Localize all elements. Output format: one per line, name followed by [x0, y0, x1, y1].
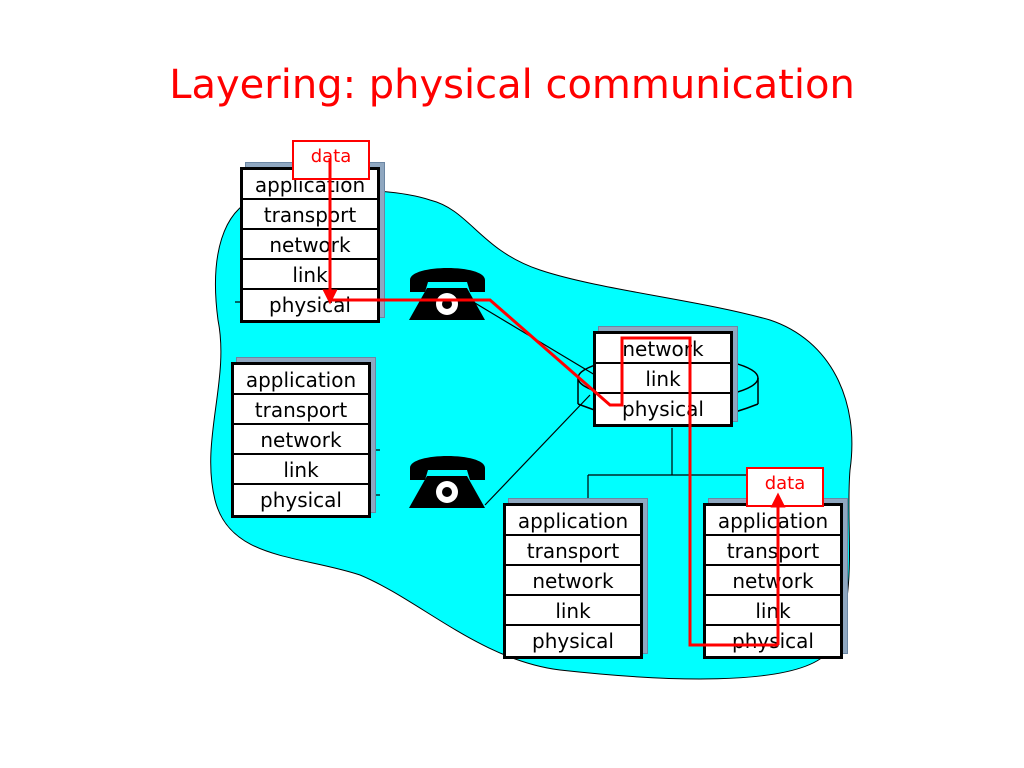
layer-physical: physical — [732, 629, 814, 653]
data-box-source: data — [292, 140, 370, 180]
layer-application: application — [234, 365, 368, 395]
host-bottom-mid-stack: application transport network link physi… — [503, 498, 648, 659]
layer-link: link — [596, 364, 730, 394]
host-top-stack: application transport network link physi… — [240, 162, 385, 323]
layer-physical: physical — [260, 488, 342, 512]
layer-network: network — [243, 230, 377, 260]
layer-link: link — [243, 260, 377, 290]
host-bottom-right-stack: application transport network link physi… — [703, 498, 848, 659]
slide-title: Layering: physical communication — [169, 62, 855, 108]
layer-network: network — [234, 425, 368, 455]
layer-transport: transport — [234, 395, 368, 425]
layer-network: network — [596, 334, 730, 364]
layer-link: link — [234, 455, 368, 485]
layer-network: network — [506, 566, 640, 596]
router-stack: network link physical — [593, 326, 738, 427]
host-left-stack: application transport network link physi… — [231, 357, 376, 518]
layer-transport: transport — [243, 200, 377, 230]
layer-network: network — [706, 566, 840, 596]
layer-transport: transport — [506, 536, 640, 566]
layer-link: link — [506, 596, 640, 626]
layer-application: application — [506, 506, 640, 536]
layer-physical: physical — [622, 397, 704, 421]
layer-physical: physical — [532, 629, 614, 653]
data-box-destination: data — [746, 467, 824, 507]
layer-application: application — [706, 506, 840, 536]
layer-physical: physical — [269, 293, 351, 317]
layer-transport: transport — [706, 536, 840, 566]
layer-link: link — [706, 596, 840, 626]
